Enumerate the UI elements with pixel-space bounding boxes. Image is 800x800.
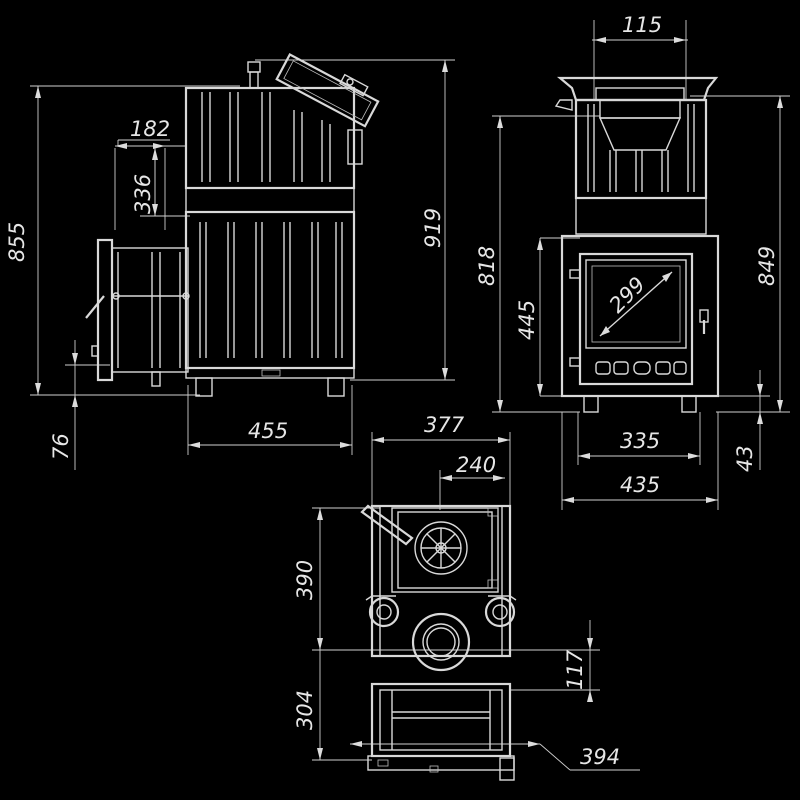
dim-394: 394 <box>580 745 620 769</box>
dim-117: 117 <box>563 649 587 690</box>
dim-455: 455 <box>248 419 288 443</box>
dim-390: 390 <box>293 560 317 600</box>
dim-377: 377 <box>424 413 465 437</box>
dim-335: 335 <box>620 429 660 453</box>
dim-76: 76 <box>49 433 73 460</box>
dim-336: 336 <box>131 174 155 214</box>
dim-435: 435 <box>620 473 660 497</box>
dim-855: 855 <box>5 222 29 262</box>
side-view: 855 919 182 336 455 76 <box>5 53 455 470</box>
dim-849: 849 <box>755 246 779 286</box>
dim-445: 445 <box>515 300 539 340</box>
dim-240: 240 <box>456 453 496 477</box>
dim-299: 299 <box>605 272 650 317</box>
tank-lid <box>275 53 380 128</box>
vent-rosette <box>414 521 468 575</box>
dim-818: 818 <box>475 246 499 286</box>
body-ribs <box>199 222 343 358</box>
dim-115: 115 <box>622 13 662 37</box>
plan-view: 377 240 390 117 304 394 <box>293 413 640 781</box>
tank-ribs <box>201 92 331 182</box>
dim-304: 304 <box>293 690 317 730</box>
front-view: 115 818 849 445 299 335 43 435 <box>475 13 790 510</box>
dim-919: 919 <box>421 208 445 248</box>
fire-tunnel <box>85 238 190 387</box>
dim-43: 43 <box>733 445 757 472</box>
dim-182: 182 <box>130 117 170 141</box>
